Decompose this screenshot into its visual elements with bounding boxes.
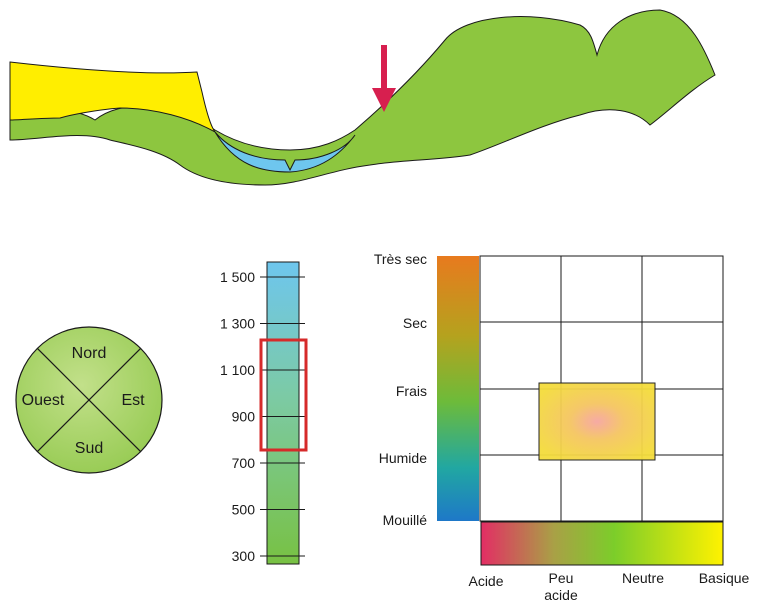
compass-south-label: Sud (75, 440, 103, 457)
habitat-zone (538, 382, 656, 461)
acidity-label-basique: Basique (699, 570, 750, 586)
moisture-label-sec: Sec (403, 315, 427, 331)
stream-water (214, 131, 356, 173)
altitude-tick-label: 500 (232, 502, 256, 518)
topsoil-layer (9, 61, 216, 133)
altitude-bar (266, 261, 300, 565)
acidity-label-peu-acide-line1: Peu (549, 570, 574, 586)
moisture-label-humide: Humide (379, 450, 427, 466)
compass-north-label: Nord (72, 345, 107, 362)
altitude-tick-label: 900 (232, 409, 256, 425)
location-arrow (372, 45, 396, 112)
moisture-gradient-bar (437, 256, 479, 521)
compass-west-label: Ouest (22, 392, 65, 409)
altitude-tick-label: 1 500 (220, 269, 255, 285)
ecogram: Très sec Sec Frais Humide Mouillé Acide … (374, 251, 750, 603)
altitude-tick-label: 300 (232, 548, 256, 564)
altitude-tick-label: 1 300 (220, 316, 255, 332)
hillside (9, 9, 716, 186)
altitude-scale: 1 500 1 300 1 100 900 700 500 300 (220, 261, 308, 565)
acidity-gradient-bar (480, 521, 724, 566)
altitude-tick-label: 1 100 (220, 362, 255, 378)
compass-east-label: Est (121, 392, 145, 409)
moisture-label-tres-sec: Très sec (374, 251, 427, 267)
exposure-compass: Nord Sud Est Ouest (15, 326, 163, 474)
acidity-label-acide: Acide (468, 573, 503, 589)
altitude-tick-label: 700 (232, 455, 256, 471)
moisture-label-mouille: Mouillé (383, 512, 428, 528)
acidity-label-neutre: Neutre (622, 570, 664, 586)
acidity-label-peu-acide-line2: acide (544, 587, 578, 603)
landscape-cross-section (9, 9, 716, 186)
moisture-label-frais: Frais (396, 383, 427, 399)
altitude-highlight-box (259, 338, 308, 452)
